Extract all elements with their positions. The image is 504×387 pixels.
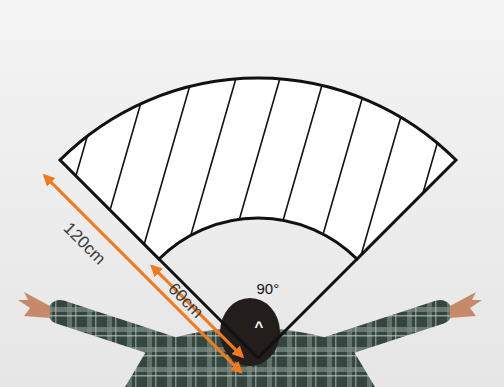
hatch-line	[240, 40, 335, 370]
angle-label: 90°	[257, 281, 280, 296]
direction-mark: ^	[255, 319, 264, 334]
sector-edge	[258, 259, 357, 358]
hatching	[20, 40, 504, 370]
hatch-line	[460, 40, 504, 370]
dimension-arrow	[152, 266, 243, 357]
hatch-line	[196, 40, 291, 370]
person-figure	[18, 292, 482, 387]
hatch-line	[416, 40, 504, 370]
hatch-line	[20, 40, 115, 370]
dimension-label: 120cm	[60, 219, 108, 267]
dimension-arrow	[44, 176, 241, 373]
reach-zone	[20, 40, 504, 370]
right-arm	[330, 312, 440, 348]
ring-fill	[60, 78, 456, 259]
hatch-line	[152, 40, 247, 370]
ring-outline	[60, 78, 456, 259]
left-hand	[18, 292, 50, 318]
hatch-line	[372, 40, 467, 370]
head	[220, 298, 280, 366]
left-arm	[60, 312, 170, 348]
right-hand	[450, 292, 482, 318]
sector-edge	[159, 259, 258, 358]
hatch-line	[64, 40, 159, 370]
dimensions	[44, 176, 242, 373]
hatch-line	[284, 40, 379, 370]
